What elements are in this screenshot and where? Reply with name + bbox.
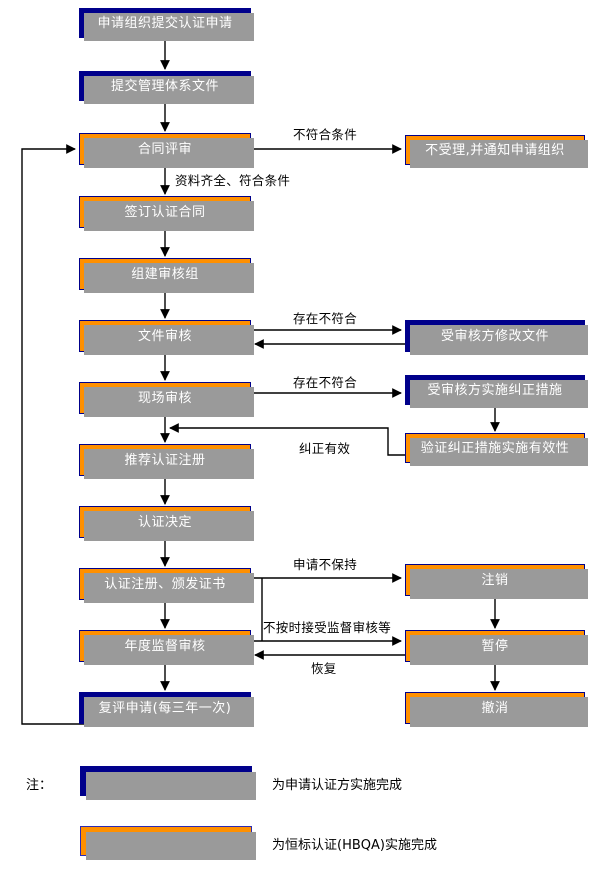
node-label: 复评申请(每三年一次)	[98, 700, 232, 716]
node-label: 受审核方实施纠正措施	[427, 382, 563, 398]
box-shadow	[84, 573, 254, 603]
node-annual-surveillance-audit[interactable]: 年度监督审核	[79, 630, 254, 665]
node-label: 提交管理体系文件	[110, 78, 219, 94]
node-label: 签订认证合同	[124, 204, 206, 220]
box-shadow	[410, 325, 588, 355]
edge-label-nonconformity-doc: 存在不符合	[293, 311, 358, 326]
node-label: 认证决定	[137, 514, 192, 530]
node-auditee-revise-documents[interactable]: 受审核方修改文件	[405, 320, 588, 355]
box-shadow	[410, 635, 588, 665]
box-shadow	[84, 263, 254, 293]
box-shadow	[410, 140, 588, 168]
node-suspension[interactable]: 暂停	[405, 630, 588, 665]
edge-label-documents-complete: 资料齐全、符合条件	[175, 173, 291, 188]
node-onsite-audit[interactable]: 现场审核	[79, 382, 254, 417]
node-verify-corrective-effectiveness[interactable]: 验证纠正措施实施有效性	[405, 433, 588, 466]
node-label: 撤消	[481, 700, 509, 716]
box-shadow	[410, 380, 588, 408]
box-shadow	[84, 325, 254, 355]
legend-text-certifier: 为恒标认证(HBQA)实施完成	[272, 838, 437, 853]
node-label: 认证注册、颁发证书	[104, 576, 226, 592]
node-label: 文件审核	[137, 328, 192, 344]
node-label: 验证纠正措施实施有效性	[420, 440, 570, 456]
node-label: 年度监督审核	[124, 638, 206, 654]
legend-swatch-applicant	[80, 766, 256, 800]
node-label: 注销	[481, 572, 509, 588]
node-label: 组建审核组	[131, 266, 199, 282]
node-submit-system-documents[interactable]: 提交管理体系文件	[79, 71, 254, 104]
legend-note-label: 注：	[26, 778, 53, 793]
box-shadow	[84, 76, 254, 104]
box-shadow	[86, 832, 256, 860]
node-cancellation[interactable]: 注销	[405, 564, 588, 599]
node-document-review[interactable]: 文件审核	[79, 320, 254, 355]
node-auditee-corrective-actions[interactable]: 受审核方实施纠正措施	[405, 375, 588, 408]
edge-label-refuse-surveillance: 不按时接受监督审核等	[263, 620, 392, 635]
edge-label-correction-effective: 纠正有效	[299, 441, 351, 456]
box-shadow	[84, 387, 254, 417]
edge-label-not-maintaining: 申请不保持	[293, 557, 358, 572]
node-label: 推荐认证注册	[124, 452, 206, 468]
node-recommend-registration[interactable]: 推荐认证注册	[79, 444, 254, 479]
box-shadow	[86, 772, 256, 800]
node-recertification-application[interactable]: 复评申请(每三年一次)	[79, 692, 254, 727]
node-label: 现场审核	[137, 390, 192, 406]
node-submit-application[interactable]: 申请组织提交认证申请	[79, 8, 254, 41]
node-form-audit-team[interactable]: 组建审核组	[79, 258, 254, 293]
box-shadow	[84, 201, 254, 231]
edge-label-restore: 恢复	[311, 661, 337, 676]
legend-text-applicant: 为申请认证方实施完成	[272, 778, 403, 793]
node-withdrawal[interactable]: 撤消	[405, 692, 588, 727]
node-label: 不受理,并通知申请组织	[425, 142, 565, 158]
box-shadow	[410, 438, 588, 466]
node-register-and-issue-certificate[interactable]: 认证注册、颁发证书	[79, 568, 254, 603]
node-label: 合同评审	[137, 141, 192, 157]
node-label: 暂停	[481, 638, 509, 654]
box-shadow	[84, 511, 254, 541]
node-contract-review[interactable]: 合同评审	[79, 133, 254, 168]
box-shadow	[84, 13, 254, 41]
box-shadow	[84, 138, 254, 168]
box-shadow	[84, 635, 254, 665]
legend-swatch-certifier	[80, 826, 256, 860]
edge-label-not-meeting-conditions: 不符合条件	[293, 127, 358, 142]
box-shadow	[410, 569, 588, 599]
node-sign-certification-contract[interactable]: 签订认证合同	[79, 196, 254, 231]
edge-label-nonconformity-onsite: 存在不符合	[293, 375, 358, 390]
box-shadow	[410, 697, 588, 727]
node-reject-and-notify[interactable]: 不受理,并通知申请组织	[405, 135, 588, 168]
box-shadow	[84, 697, 254, 727]
node-label: 受审核方修改文件	[440, 328, 549, 344]
node-certification-decision[interactable]: 认证决定	[79, 506, 254, 541]
node-label: 申请组织提交认证申请	[97, 15, 233, 31]
